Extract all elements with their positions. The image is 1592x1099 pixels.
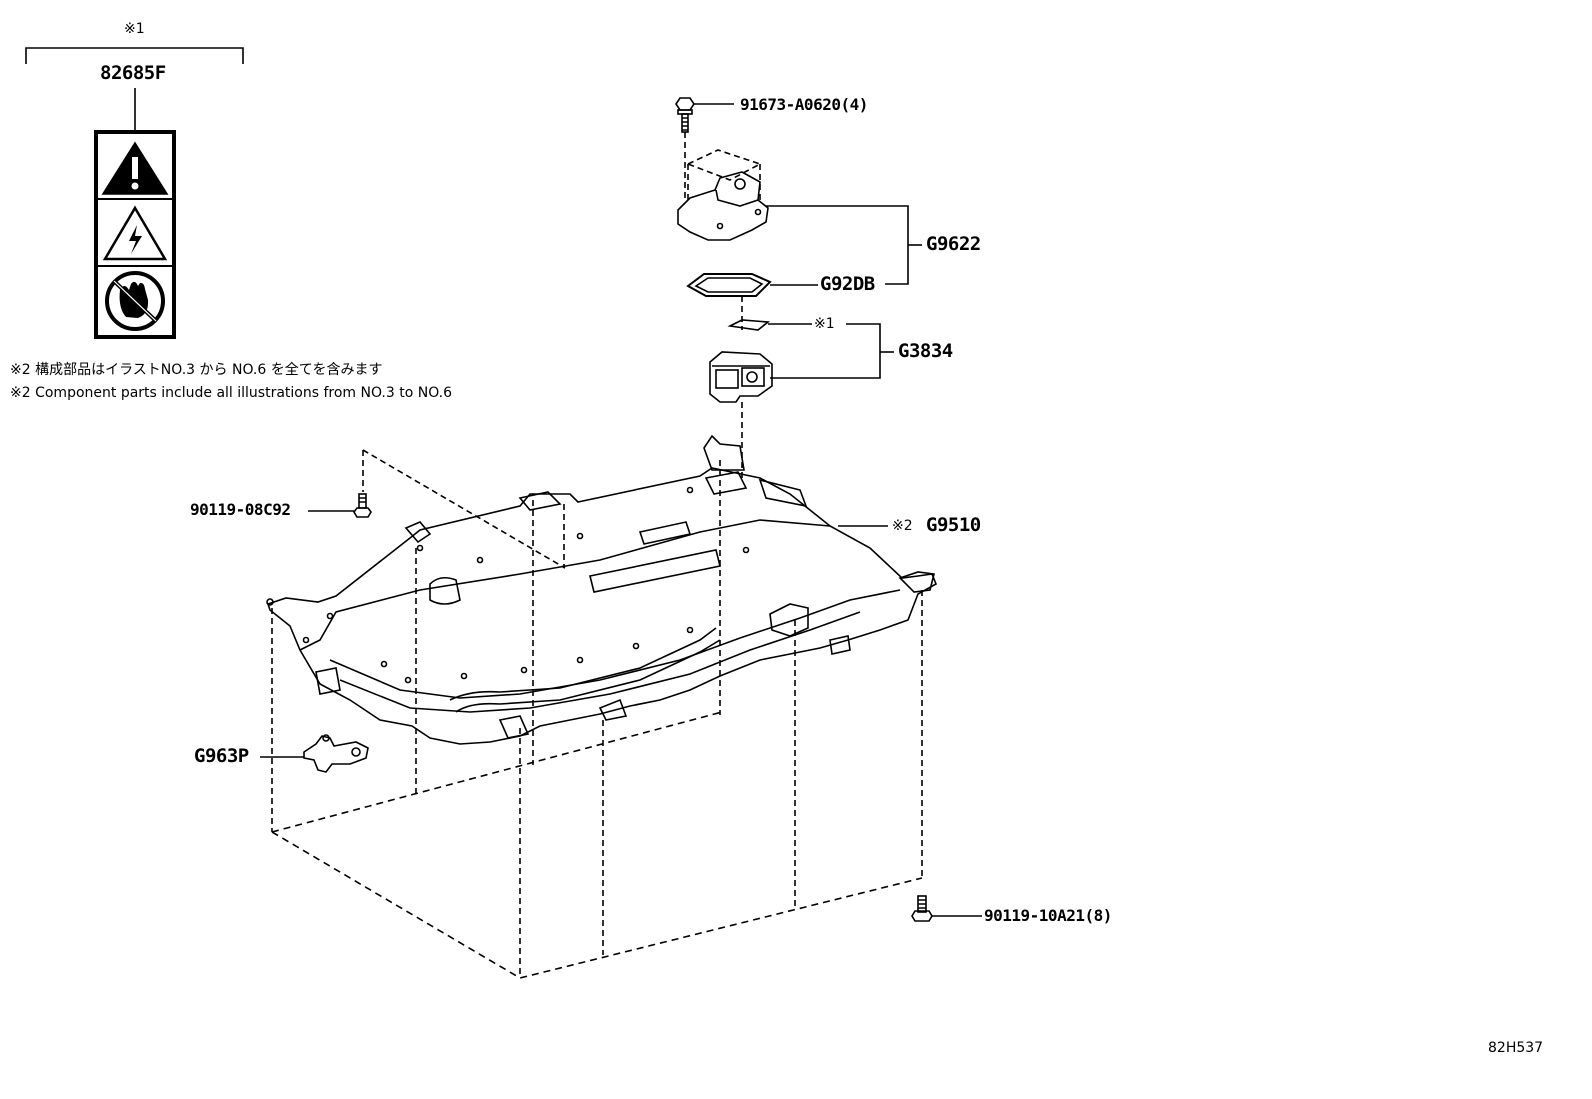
part-number-82685f: 82685F xyxy=(100,62,166,84)
header-bracket xyxy=(25,47,244,132)
part-number-bolt-top: 91673-A0620(4) xyxy=(740,95,868,114)
warning-triangle-icon xyxy=(101,141,169,195)
high-voltage-icon xyxy=(102,205,168,261)
part-number-g963p: G963P xyxy=(194,745,249,767)
header-mark: ※1 xyxy=(124,21,145,37)
no-touch-icon xyxy=(105,271,165,331)
mark-g3834: ※1 xyxy=(814,316,835,332)
lower-dashed-box xyxy=(271,711,923,979)
gasket-g92db xyxy=(686,273,818,297)
alignment-lines xyxy=(271,132,923,978)
sensor-g963p xyxy=(260,734,369,773)
part-number-g9622: G9622 xyxy=(926,233,981,255)
part-number-bolt-left: 90119-08C92 xyxy=(190,500,291,519)
connector-g3834 xyxy=(709,351,773,403)
diagram-reference: 82H537 xyxy=(1488,1040,1544,1056)
warning-label xyxy=(94,130,176,339)
note-english: ※2 Component parts include all illustrat… xyxy=(10,385,453,401)
part-number-g9510: G9510 xyxy=(926,514,981,536)
part-number-g92db: G92DB xyxy=(820,273,875,295)
bolt-left xyxy=(308,493,372,518)
battery-assembly-g9510 xyxy=(266,434,938,745)
note-japanese: ※2 構成部品はイラストNO.3 から NO.6 を全てを含みます xyxy=(10,362,383,378)
small-label xyxy=(727,319,894,379)
bolt-bottom xyxy=(911,895,982,922)
part-number-bolt-bottom: 90119-10A21(8) xyxy=(984,906,1112,925)
cover-g9622 xyxy=(677,149,922,285)
mark-g9510: ※2 xyxy=(892,518,913,534)
part-number-g3834: G3834 xyxy=(898,340,953,362)
bolt-top xyxy=(675,97,734,133)
